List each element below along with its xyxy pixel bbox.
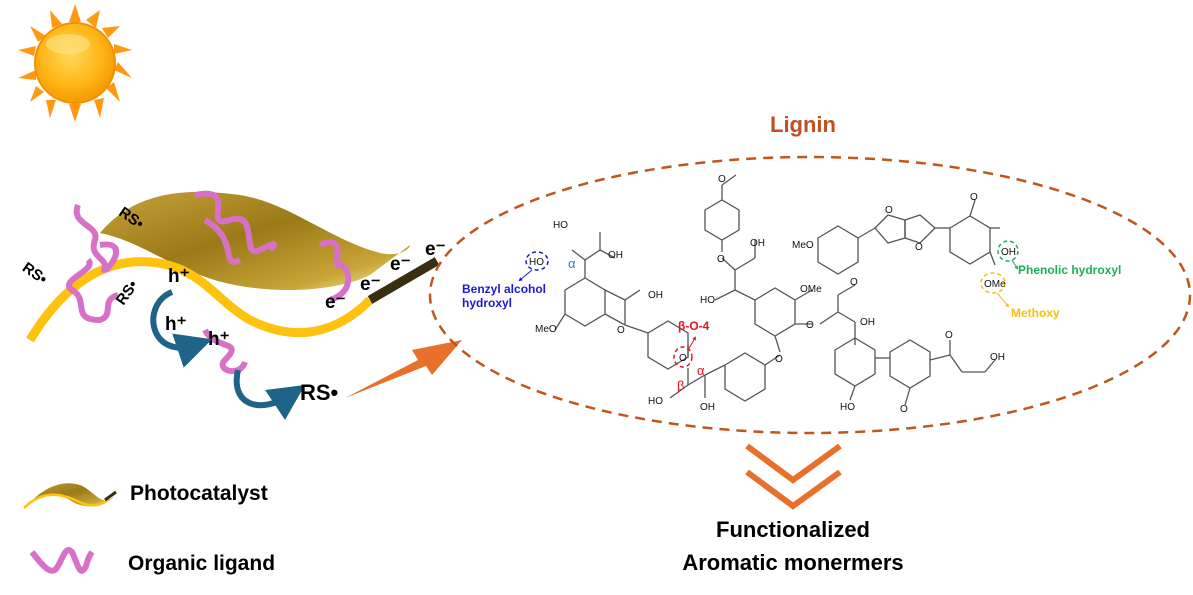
svg-text:O: O [850,277,858,288]
methoxy-annotation: OMe Methoxy [980,272,1060,320]
svg-text:OMe: OMe [800,284,822,295]
svg-text:α: α [568,256,576,271]
svg-text:O: O [970,192,978,203]
svg-text:O: O [718,174,726,185]
rs-label-left: RS• [19,259,50,288]
svg-text:OH: OH [1001,247,1016,258]
hole-transfer-arrow [150,289,213,368]
ligand-4 [203,217,242,265]
benzyl-alcohol-annotation: HO α Benzyl alcohol hydroxyl [462,251,576,310]
ligand-1 [73,203,119,273]
svg-text:HO: HO [700,295,715,306]
lignin-boundary [428,155,1192,435]
chem-labels: HO OH OH MeO O HO OH O O OH HO OMe O O O… [535,174,1005,415]
svg-text:OH: OH [990,352,1005,363]
photocatalyst-ribbon [26,191,440,343]
rs-radical-label: RS• [300,380,338,405]
phenolic-hydroxyl-annotation: OH Phenolic hydroxyl [997,240,1121,277]
ligand-5 [318,239,352,303]
svg-text:O: O [915,242,923,253]
svg-text:α: α [697,363,705,378]
svg-text:OH: OH [860,317,875,328]
svg-text:β: β [677,378,684,393]
svg-text:OH: OH [608,250,623,261]
legend-label-photocatalyst: Photocatalyst [130,482,268,505]
hole-label-1: h⁺ [168,266,190,287]
sun-icon [18,4,132,122]
svg-text:HO: HO [553,220,568,231]
organic-ligand-icon [29,547,95,574]
svg-text:O: O [806,320,814,331]
svg-text:MeO: MeO [792,240,814,251]
svg-text:β-O-4: β-O-4 [678,319,710,333]
svg-text:Phenolic hydroxyl: Phenolic hydroxyl [1018,263,1121,277]
svg-text:OH: OH [750,238,765,249]
product-label-line1: Functionalized [716,517,870,542]
svg-text:O: O [945,330,953,341]
svg-text:HO: HO [529,257,544,268]
product-label-line2: Aromatic monermers [682,550,903,575]
ligand-3 [194,190,278,255]
beta-o-4-annotation: O β-O-4 β α [673,319,710,393]
svg-text:HO: HO [840,402,855,413]
legend: Photocatalyst Organic ligand [23,482,275,575]
svg-text:O: O [679,353,687,364]
lignin-title: Lignin [770,112,836,137]
electron-label-4: e⁻ [425,239,446,260]
electron-label-1: e⁻ [325,292,346,313]
svg-text:MeO: MeO [535,324,557,335]
photocatalyst-ribbon-icon [23,483,117,509]
rs-label-mid: RS• [113,277,142,308]
electron-label-2: e⁻ [360,274,381,295]
svg-text:O: O [717,254,725,265]
svg-text:OH: OH [700,402,715,413]
svg-text:OMe: OMe [984,279,1006,290]
chevron-down-icon [745,443,842,510]
svg-text:O: O [617,325,625,336]
svg-text:O: O [900,404,908,415]
svg-text:Benzyl alcohol: Benzyl alcohol [462,282,546,296]
radical-formation-arrow [233,369,305,420]
svg-text:OH: OH [648,290,663,301]
svg-text:HO: HO [648,396,663,407]
reaction-arrow [345,340,462,398]
hole-label-2: h⁺ [165,314,187,335]
svg-text:hydroxyl: hydroxyl [462,296,512,310]
organic-ligands [66,190,352,375]
lignin-structure [554,174,1000,406]
svg-text:O: O [775,354,783,365]
electron-label-3: e⁻ [390,254,411,275]
ligand-2 [66,257,120,323]
svg-text:Methoxy: Methoxy [1011,306,1060,320]
hole-label-3: h⁺ [208,329,230,350]
legend-label-organic-ligand: Organic ligand [128,552,275,575]
svg-text:O: O [885,205,893,216]
